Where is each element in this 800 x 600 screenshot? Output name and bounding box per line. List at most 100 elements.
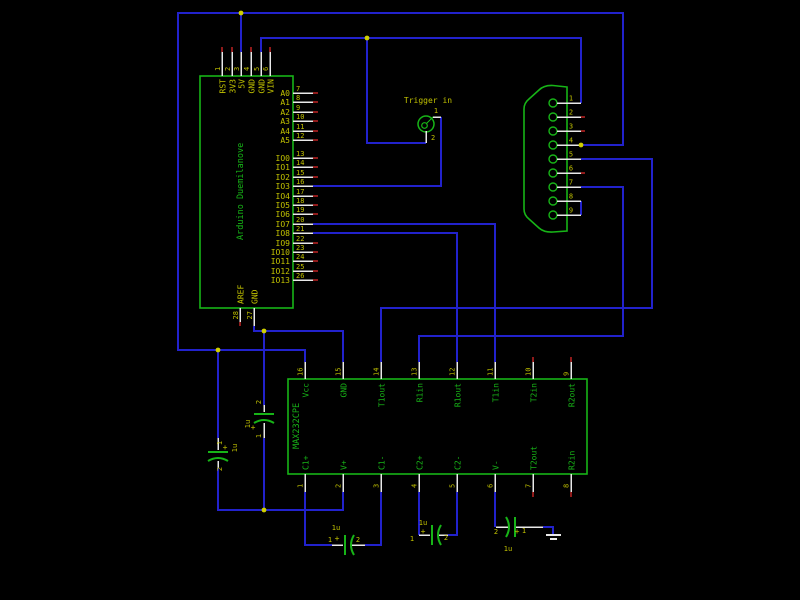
cap-pin-number: 1 (410, 535, 414, 543)
junction-dot (215, 347, 221, 353)
cap-polarity-mark: + (421, 527, 426, 536)
cap-pin-number: 1 (328, 536, 332, 544)
pin-name: A1 (280, 98, 290, 107)
pin-number: 8 (569, 193, 573, 201)
wire (365, 492, 382, 546)
wire (177, 12, 624, 362)
db9-pin-hole (548, 154, 558, 164)
pin-number: 21 (296, 225, 304, 233)
pin-number: 9 (296, 104, 300, 112)
junction-dots (215, 10, 584, 513)
pin-name: AREF (237, 285, 246, 304)
pin-number: 10 (525, 368, 533, 376)
pin-number: 6 (262, 67, 270, 71)
pin-name: C1+ (302, 455, 311, 470)
pin-number: 6 (569, 165, 573, 173)
wires[interactable] (177, 12, 653, 546)
pin-number: 8 (296, 94, 300, 102)
pin-name: IO9 (276, 239, 291, 248)
pin-name: T2out (530, 446, 539, 470)
cap-pin-number: 1 (255, 434, 263, 438)
pin-name: A2 (280, 108, 290, 117)
pin-name: R1out (454, 383, 463, 407)
pin-number: 15 (335, 368, 343, 376)
cap-pin-number: 1 (522, 527, 526, 535)
cap-vminus[interactable]: 2+11u (494, 516, 543, 553)
pin-number: 5 (253, 67, 261, 71)
pin-name: IO3 (276, 182, 291, 191)
pin-name: A4 (280, 127, 290, 136)
pin-number: 7 (525, 484, 533, 488)
db9-outline (523, 84, 568, 233)
pin-name: 5V (238, 79, 247, 89)
junction-dot (238, 10, 244, 16)
pin-name: IO10 (271, 248, 290, 257)
cap-plate-curved (505, 516, 510, 538)
pin-name: V- (492, 460, 501, 470)
pin-name: IO4 (276, 192, 291, 201)
pin-name: 3V3 (229, 79, 238, 94)
pin-name: VIN (267, 79, 276, 94)
trigger-label: Trigger in (404, 96, 452, 105)
pin-name: C1- (378, 456, 387, 470)
cap-gnd-vplus[interactable]: 21u+1 (244, 400, 275, 438)
wire (313, 232, 458, 362)
cap-plate-curved (207, 457, 229, 462)
pin-number: 6 (487, 484, 495, 488)
pin-number: 16 (297, 368, 305, 376)
pin-name: T1out (378, 383, 387, 407)
arduino-component[interactable]: Arduino Duemilanove1RST23V335V4GND5GND6V… (199, 47, 318, 326)
pin-number: 3 (373, 484, 381, 488)
wire (253, 326, 344, 362)
cap-5v-vplus[interactable]: 1+1u2 (207, 438, 239, 471)
pin-name: IO8 (276, 229, 291, 238)
pin-name: IO13 (271, 276, 290, 285)
cap-value: 1u (231, 444, 239, 452)
junction-dot (261, 328, 267, 334)
wire (366, 38, 426, 144)
pin-number: 18 (296, 197, 304, 205)
cap-c1[interactable]: 1u1+2 (328, 524, 365, 556)
cap-plate-curved (350, 534, 355, 556)
db9-pin-hole (548, 168, 558, 178)
pin-name: IO0 (276, 154, 291, 163)
pin-number: 26 (296, 272, 304, 280)
wire (313, 223, 496, 362)
cap-polarity-mark: + (335, 534, 340, 543)
cap-value: 1u (504, 545, 512, 553)
pin-number: 1 (214, 67, 222, 71)
pin-number: 3 (233, 67, 241, 71)
pin-name: T2in (530, 383, 539, 402)
pin-name: A5 (280, 136, 290, 145)
pin-number: 14 (373, 368, 381, 376)
pin-number: 4 (569, 137, 573, 145)
pin-number: 2 (224, 67, 232, 71)
pin-number: 19 (296, 206, 304, 214)
max232-component[interactable]: MAX232CPE16Vcc15GND14T1out13R1in12R1out1… (287, 357, 588, 497)
cap-value: 1u (332, 524, 340, 532)
pin-number: 23 (296, 244, 304, 252)
cap-c2[interactable]: 1u1+2 (410, 519, 448, 546)
wire (313, 117, 442, 187)
pin-name: GND (340, 383, 349, 398)
pin-number: 11 (487, 368, 495, 376)
pin-number: 20 (296, 216, 304, 224)
pin-number: 2 (569, 109, 573, 117)
pin-name: C2- (454, 456, 463, 470)
pin-number: 16 (296, 178, 304, 186)
pin-name: A0 (280, 89, 290, 98)
cap-polarity-mark: + (223, 443, 228, 452)
wire (448, 492, 458, 536)
db9-pin-hole (548, 112, 558, 122)
pin-number: 10 (296, 113, 304, 121)
db9-pin-hole (548, 196, 558, 206)
pin-name: IO2 (276, 173, 291, 182)
wire (380, 158, 653, 362)
cap-pin-number: 2 (216, 467, 224, 471)
cap-pin-number: 2 (444, 534, 448, 542)
db9-pin-hole (548, 182, 558, 192)
